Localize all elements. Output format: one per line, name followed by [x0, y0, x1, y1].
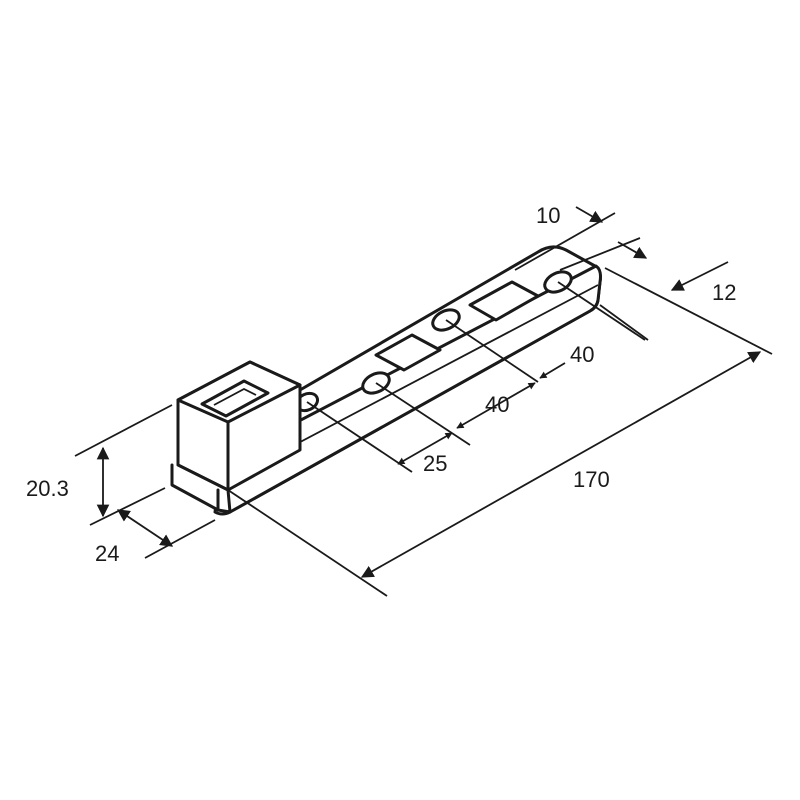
- keeper-block: [170, 360, 302, 514]
- dimension-lines: [74, 206, 773, 597]
- dim-label-25: 25: [423, 451, 447, 476]
- dim-label-40-middle: 40: [485, 392, 509, 417]
- dim-label-24: 24: [95, 541, 119, 566]
- dim-label-170: 170: [573, 467, 610, 492]
- dim-label-10: 10: [536, 203, 560, 228]
- dim-label-40-right: 40: [570, 342, 594, 367]
- dim-label-12: 12: [712, 280, 736, 305]
- dim-label-20-3: 20.3: [26, 476, 69, 501]
